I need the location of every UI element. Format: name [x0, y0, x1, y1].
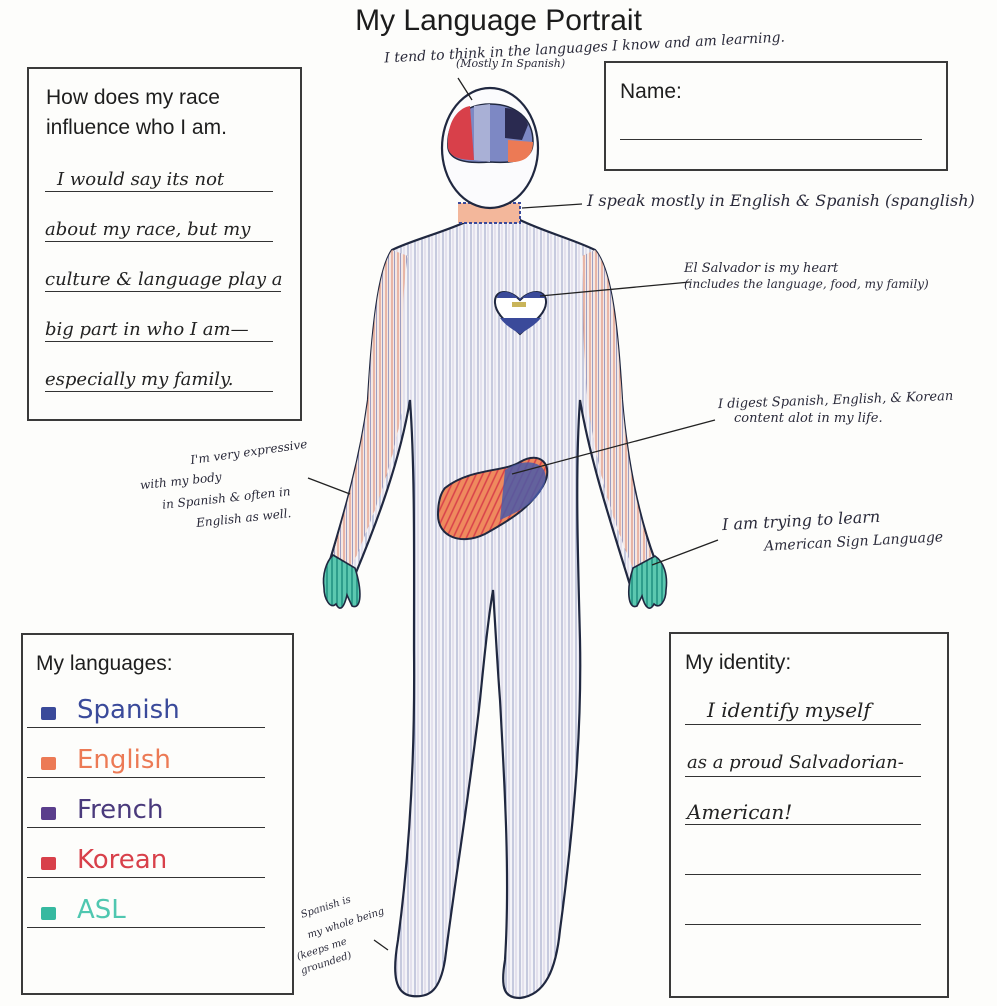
name-label: Name:	[620, 77, 682, 107]
brain	[448, 104, 533, 162]
language-name: ASL	[77, 895, 126, 925]
race-box: How does my race influence who I am. I w…	[27, 67, 302, 421]
identity-box: My identity: I identify myself as a prou…	[669, 632, 949, 998]
heart-annotation-line1: El Salvador is my heart	[684, 262, 838, 277]
race-answer-line: about my race, but my	[45, 219, 250, 240]
heart-annotation-line2: (includes the language, food, my family)	[684, 278, 929, 292]
language-name: Korean	[77, 845, 167, 875]
languages-heading: My languages:	[36, 649, 173, 679]
language-name: Spanish	[77, 695, 180, 725]
language-name: English	[77, 745, 171, 775]
identity-answer-line: I identify myself	[707, 698, 871, 722]
spanish-swatch	[41, 707, 56, 720]
languages-box: My languages: Spanish English French Kor…	[21, 633, 294, 995]
digest-annotation-line2: content alot in my life.	[734, 412, 883, 427]
name-line	[620, 139, 922, 140]
identity-answer-line: American!	[687, 800, 792, 824]
race-answer-line: big part in who I am—	[45, 319, 249, 340]
asl-swatch	[41, 907, 56, 920]
french-swatch	[41, 807, 56, 820]
identity-heading: My identity:	[685, 648, 791, 678]
speak-annotation: I speak mostly in English & Spanish (spa…	[587, 192, 975, 210]
race-question-line1: How does my race	[46, 83, 220, 113]
race-answer-line: especially my family.	[45, 369, 233, 390]
korean-swatch	[41, 857, 56, 870]
race-answer-line: culture & language play a	[45, 269, 282, 290]
name-box: Name:	[604, 61, 948, 171]
race-question-line2: influence who I am.	[46, 113, 227, 143]
english-swatch	[41, 757, 56, 770]
identity-answer-line: as a proud Salvadorian-	[687, 752, 904, 773]
think-annotation-line2: (Mostly In Spanish)	[456, 58, 565, 71]
race-answer-line: I would say its not	[57, 169, 224, 190]
language-name: French	[77, 795, 163, 825]
